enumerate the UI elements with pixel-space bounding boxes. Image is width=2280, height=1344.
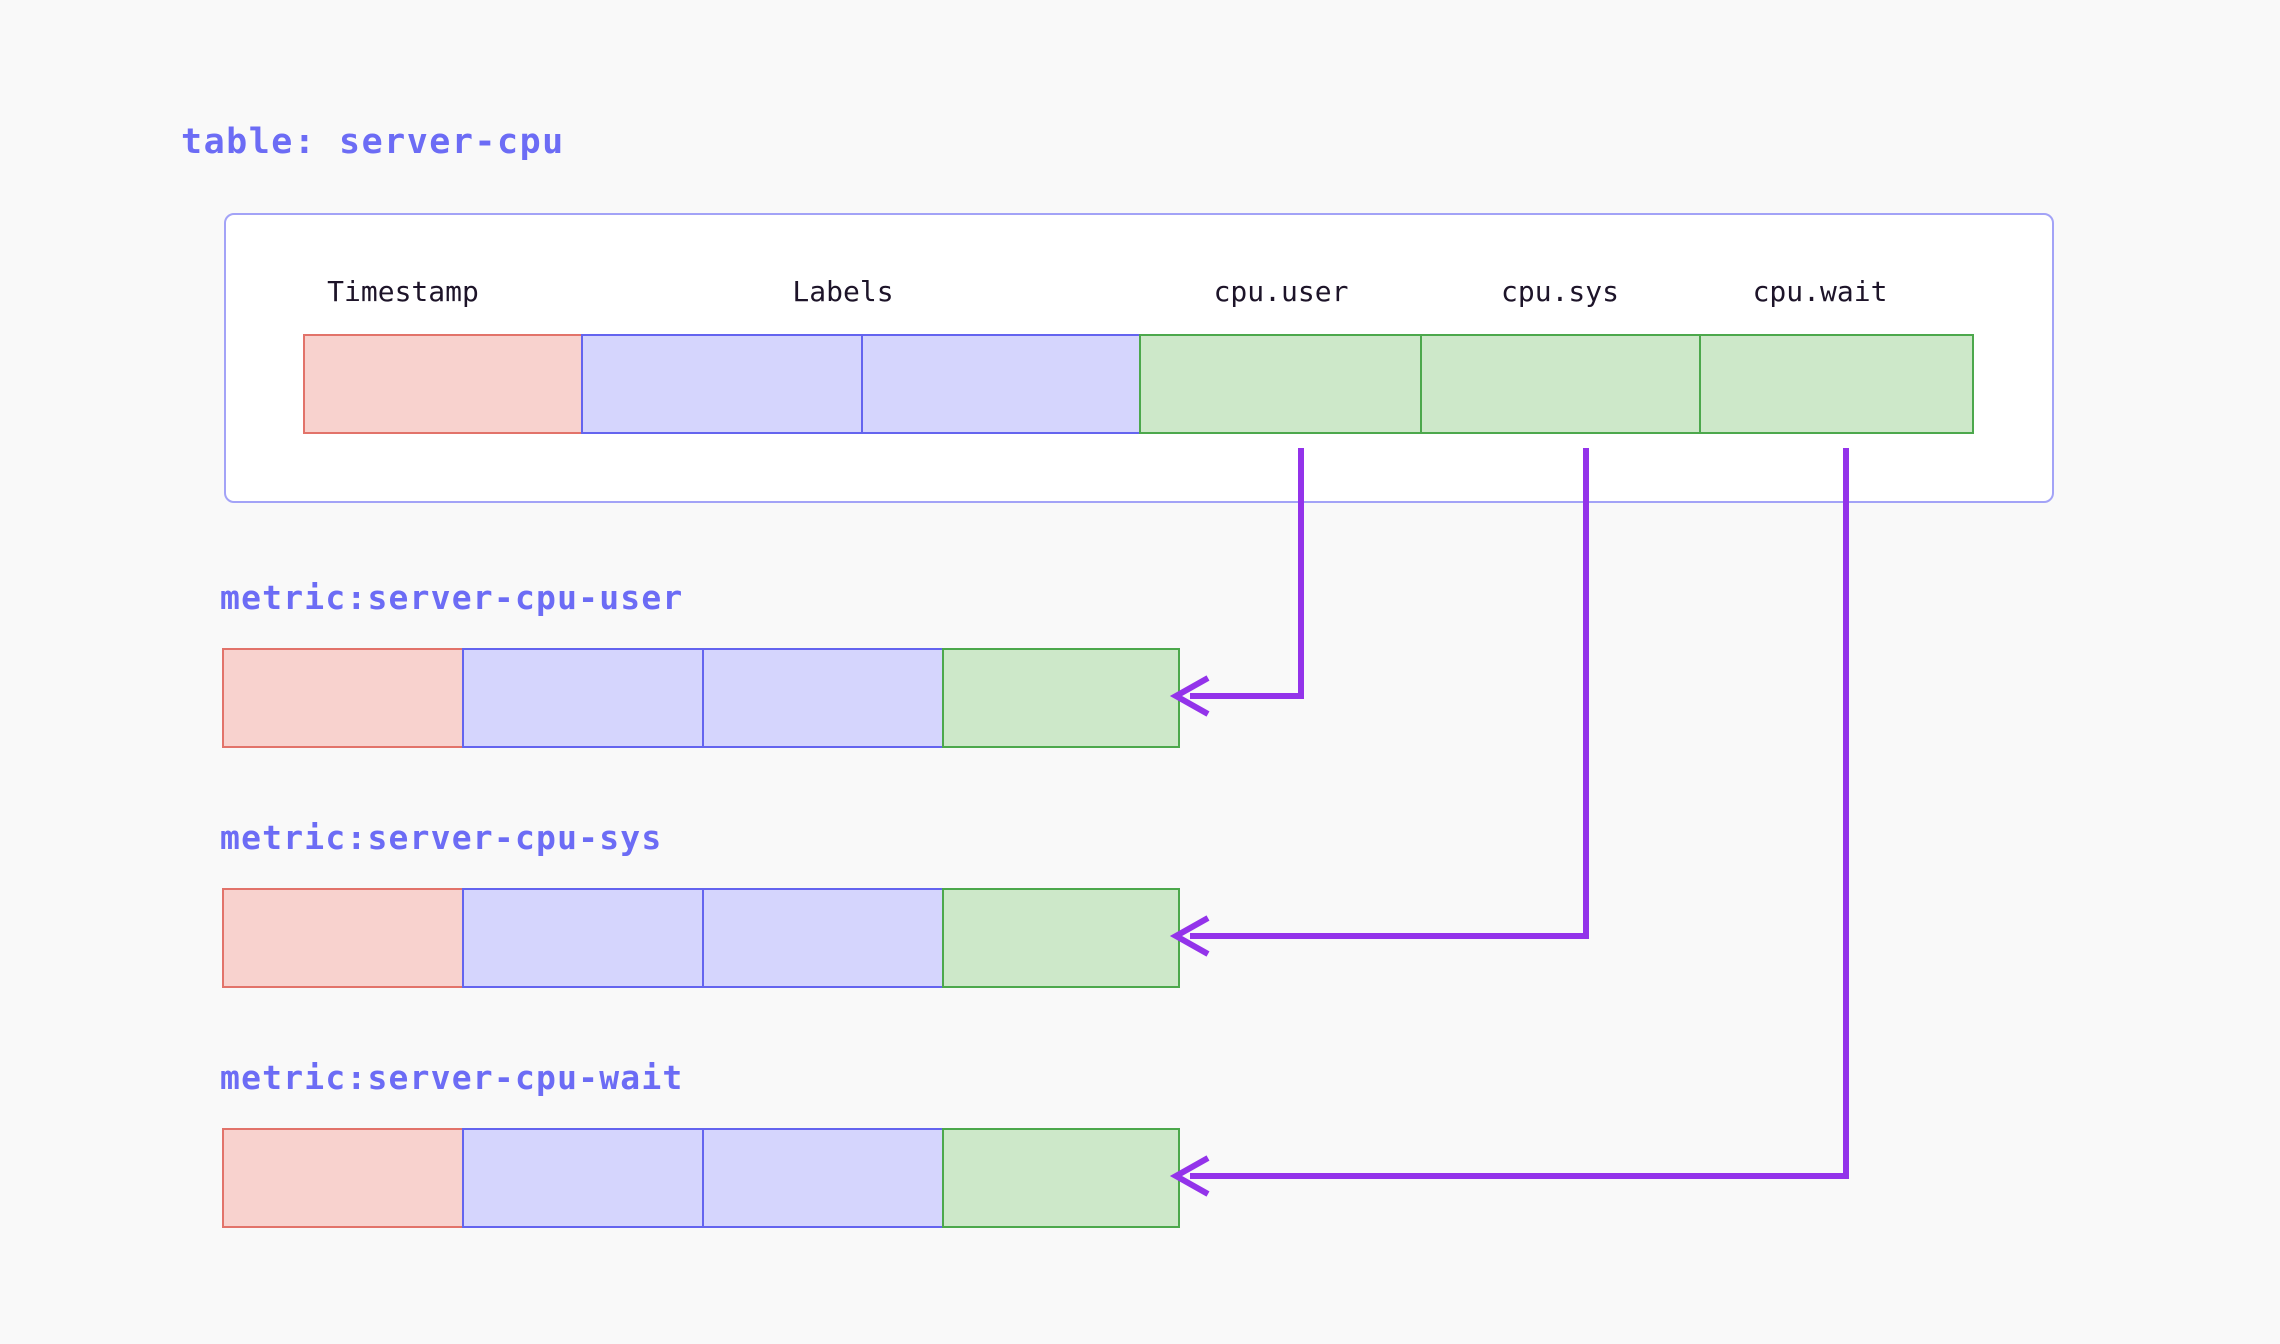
metric-sys-cell-label-1 [462,888,704,988]
metric-sys-cell-value [942,888,1180,988]
table-cell-cpu-wait [1699,334,1974,434]
arrow-cpu-wait-to-metric [1169,448,1849,1197]
column-header-timestamp: Timestamp [327,275,479,308]
table-cell-label-1 [581,334,863,434]
column-header-cpu-user: cpu.user [1213,275,1349,308]
metric-title-server-cpu-wait: metric:server-cpu-wait [220,1058,684,1097]
metric-user-cell-label-2 [702,648,944,748]
table-cell-timestamp [303,334,583,434]
metric-user-cell-value [942,648,1180,748]
table-cell-cpu-user [1139,334,1422,434]
metric-title-server-cpu-user: metric:server-cpu-user [220,578,684,617]
column-header-cpu-sys: cpu.sys [1500,275,1619,308]
metric-sys-cell-label-2 [702,888,944,988]
metric-user-cell-label-1 [462,648,704,748]
metric-wait-cell-timestamp [222,1128,464,1228]
table-title: table: server-cpu [181,122,565,162]
metric-title-server-cpu-sys: metric:server-cpu-sys [220,818,663,857]
metric-sys-cell-timestamp [222,888,464,988]
metric-wait-cell-label-1 [462,1128,704,1228]
column-header-labels: Labels [792,275,894,308]
metric-wait-cell-value [942,1128,1180,1228]
table-cell-cpu-sys [1420,334,1701,434]
table-cell-label-2 [861,334,1141,434]
metric-wait-cell-label-2 [702,1128,944,1228]
column-header-cpu-wait: cpu.wait [1752,275,1888,308]
arrow-cpu-sys-to-metric [1169,448,1589,957]
metric-user-cell-timestamp [222,648,464,748]
